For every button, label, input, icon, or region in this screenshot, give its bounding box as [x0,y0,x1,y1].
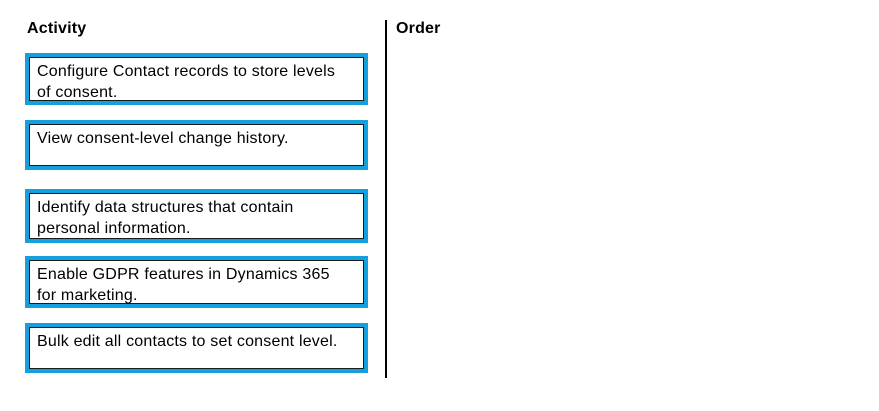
activity-item[interactable]: Bulk edit all contacts to set consent le… [25,323,368,373]
activity-item-label: Identify data structures that contain pe… [37,199,294,237]
activity-item[interactable]: Enable GDPR features in Dynamics 365 for… [25,256,368,308]
activity-item-label: View consent-level change history. [37,130,289,147]
activity-item[interactable]: Configure Contact records to store level… [25,53,368,105]
activity-column-heading: Activity [27,20,87,37]
activity-item-frame: Configure Contact records to store level… [29,57,364,101]
activity-item-label: Configure Contact records to store level… [37,63,336,101]
activity-item-frame: Enable GDPR features in Dynamics 365 for… [29,260,364,304]
activity-item-label: Bulk edit all contacts to set consent le… [37,333,338,350]
activity-item-frame: Identify data structures that contain pe… [29,193,364,239]
activity-item[interactable]: Identify data structures that contain pe… [25,189,368,243]
order-column-heading: Order [396,20,441,37]
activity-item-label: Enable GDPR features in Dynamics 365 for… [37,266,330,304]
column-divider [385,20,387,378]
activity-item-frame: Bulk edit all contacts to set consent le… [29,327,364,369]
activity-item-frame: View consent-level change history. [29,124,364,166]
activity-item[interactable]: View consent-level change history. [25,120,368,170]
order-drop-area[interactable] [392,48,872,378]
